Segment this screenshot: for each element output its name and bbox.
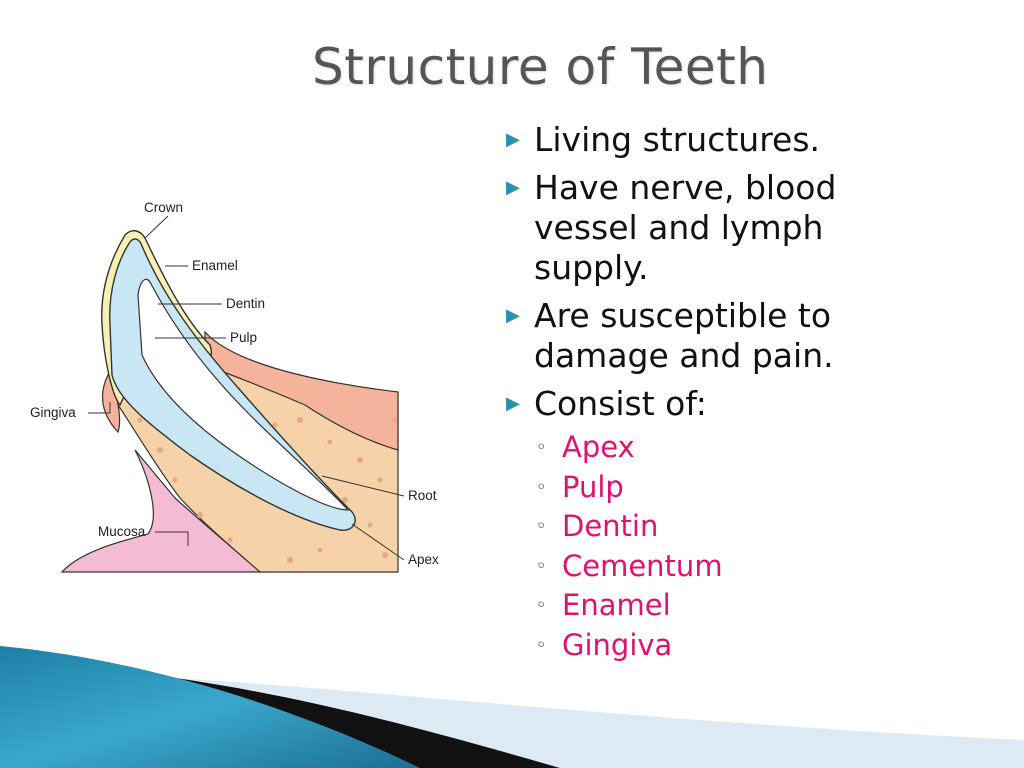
bullet-item: ▶ Consist of: ◦ Apex ◦ Pulp ◦ Dentin ◦ Cemen… [500, 384, 900, 666]
gingiva-top [204, 330, 399, 451]
sub-bullet-text: Enamel [562, 588, 671, 623]
circle-bullet-icon: ◦ [536, 516, 547, 538]
sub-bullet-item: ◦ Dentin [534, 507, 900, 547]
circle-bullet-icon: ◦ [536, 595, 547, 617]
sub-bullet-list: ◦ Apex ◦ Pulp ◦ Dentin ◦ Cementum ◦ Enamel ◦ G… [534, 428, 900, 666]
sub-bullet-item: ◦ Gingiva [534, 626, 900, 666]
mucosa-label: Mucosa [98, 524, 146, 539]
sub-bullet-item: ◦ Enamel [534, 586, 900, 626]
dentin-label: Dentin [226, 296, 265, 311]
circle-bullet-icon: ◦ [536, 634, 547, 656]
bullet-item: ▶ Are susceptible to damage and pain. [500, 296, 900, 376]
sub-bullet-item: ◦ Pulp [534, 468, 900, 508]
bullet-item: ▶ Have nerve, blood vessel and lymph sup… [500, 168, 900, 288]
sub-bullet-text: Gingiva [562, 627, 673, 662]
root-label: Root [408, 488, 437, 503]
circle-bullet-icon: ◦ [536, 555, 547, 577]
sub-bullet-text: Cementum [562, 548, 723, 583]
sub-bullet-text: Pulp [562, 469, 624, 504]
sub-bullet-item: ◦ Apex [534, 428, 900, 468]
triangle-bullet-icon: ▶ [506, 393, 520, 414]
pulp-chamber [137, 278, 350, 511]
bullet-item: ▶ Living structures. [500, 120, 900, 160]
bullet-text: Have nerve, blood vessel and lymph suppl… [534, 168, 837, 287]
circle-bullet-icon: ◦ [536, 476, 547, 498]
apex-label: Apex [408, 552, 439, 567]
crown-label: Crown [144, 200, 183, 215]
root-leader [321, 475, 405, 497]
gingiva-leader [88, 402, 111, 414]
bone-dots [137, 407, 398, 563]
circle-bullet-icon: ◦ [536, 437, 547, 458]
mucosa-leader [155, 531, 189, 546]
decorative-swoosh [0, 646, 1024, 768]
triangle-bullet-icon: ▶ [506, 177, 520, 198]
bullet-text: Are susceptible to damage and pain. [534, 296, 834, 375]
tooth-diagram: Crown Enamel Dentin Pulp Gingiva Root Mu… [30, 200, 439, 573]
sub-bullet-text: Apex [562, 430, 635, 464]
apex-leader [351, 523, 405, 561]
crown-leader [144, 215, 169, 239]
triangle-bullet-icon: ▶ [506, 305, 520, 326]
triangle-bullet-icon: ▶ [506, 129, 520, 150]
sub-bullet-text: Dentin [562, 509, 659, 544]
bullet-text: Living structures. [534, 120, 821, 159]
sub-bullet-item: ◦ Cementum [534, 547, 900, 587]
enamel-label: Enamel [192, 258, 238, 273]
gingiva-label: Gingiva [30, 405, 76, 420]
pulp-label: Pulp [230, 330, 257, 345]
bullet-list: ▶ Living structures. ▶ Have nerve, blood… [500, 120, 900, 674]
swoosh-blue [0, 646, 420, 768]
slide-title: Structure of Teeth [312, 38, 769, 96]
bullet-text: Consist of: [534, 384, 707, 423]
